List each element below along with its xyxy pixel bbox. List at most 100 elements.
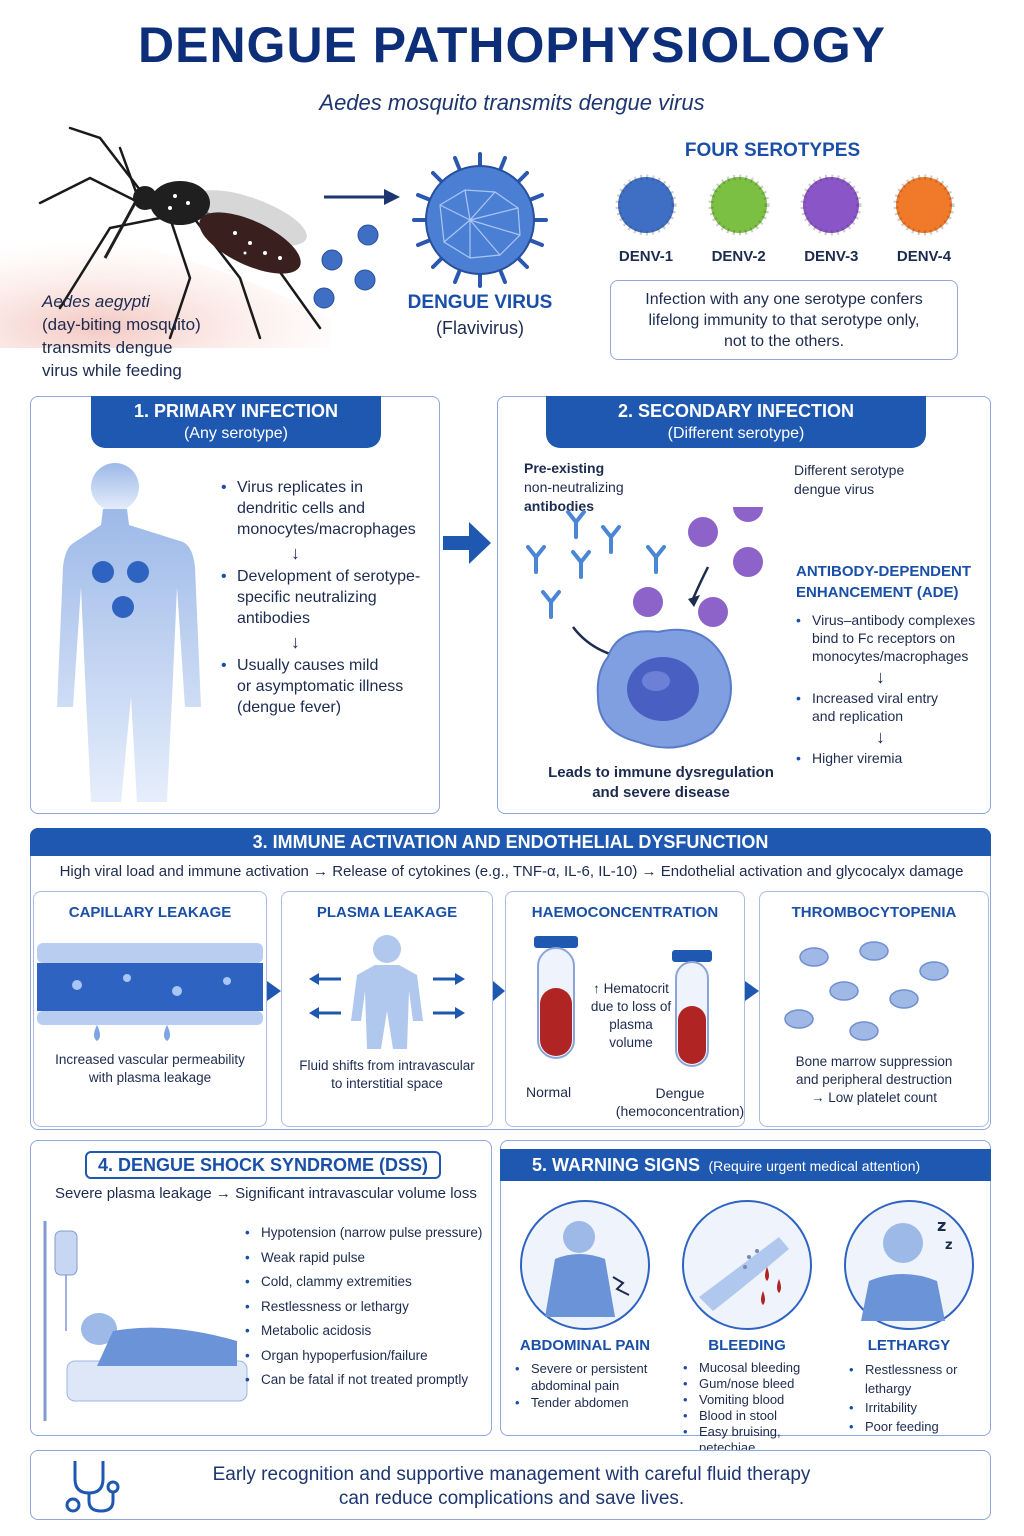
small-virus-particles (313, 224, 379, 309)
sleep-z-icon: z (937, 1216, 946, 1235)
dengue-virus-icon (412, 152, 548, 288)
mosquito-desc-1: (day-biting mosquito) (42, 315, 201, 334)
immune-activation-panel: 3. IMMUNE ACTIVATION AND ENDOTHELIAL DYS… (30, 828, 991, 1130)
footer-line: can reduce complications and save lives. (338, 1488, 685, 1509)
primary-infection-panel: 1. PRIMARY INFECTION (Any serotype) Viru… (30, 396, 440, 814)
lethargy-item: Restlessness or lethargy (849, 1360, 987, 1398)
page-subtitle: Aedes mosquito transmits dengue virus (319, 90, 705, 115)
immune-summary: High viral load and immune activation → … (59, 863, 964, 880)
serotype-label: DENV-2 (711, 248, 766, 265)
dss-feature-item: Organ hypoperfusion/failure (245, 1344, 485, 1369)
serotype-row: DENV-1 DENV-2 DENV-3 DENV-4 (600, 170, 970, 270)
bleeding-item: Vomiting blood (683, 1392, 825, 1408)
abdominal-pain-title: ABDOMINAL PAIN (519, 1337, 651, 1354)
page-title: DENGUE PATHOPHYSIOLOGY (137, 17, 886, 73)
capillary-caption: with plasma leakage (88, 1070, 212, 1085)
preexisting-antibodies-label: Pre-existing non-neutralizing antibodies (524, 460, 624, 514)
lethargy-icon: z z (844, 1200, 974, 1330)
hematocrit-note: ↑ Hematocrit due to loss of plasma volum… (590, 981, 672, 1050)
dss-feature-item: Restlessness or lethargy (245, 1295, 485, 1320)
warning-title-note: (Require urgent medical attention) (708, 1158, 921, 1174)
thrombo-caption: and peripheral destruction (795, 1072, 953, 1087)
dengue-test-tube (672, 950, 712, 1067)
immunity-note-line: not to the others. (723, 333, 845, 350)
primary-infection-header: 1. PRIMARY INFECTION (Any serotype) (91, 396, 381, 448)
lethargy-item: Poor feeding (849, 1417, 987, 1436)
arrow-right-icon (267, 981, 281, 1001)
dss-feature-item: Cold, clammy extremities (245, 1270, 485, 1295)
primary-title: 1. PRIMARY INFECTION (133, 401, 339, 421)
arrow-right-icon (493, 981, 505, 1001)
different-serotype-label: Different serotype dengue virus (794, 462, 905, 497)
secondary-infection-header: 2. SECONDARY INFECTION (Different seroty… (546, 396, 926, 448)
human-body-figure (57, 463, 201, 802)
arrow-right-icon (443, 522, 491, 564)
thrombo-caption: Bone marrow suppression (795, 1054, 953, 1069)
serotype-virus-icon (800, 174, 862, 236)
warning-signs-panel: 5. WARNING SIGNS (Require urgent medical… (500, 1140, 991, 1455)
arrow-down-icon: ↓ (876, 667, 885, 687)
dss-header: 4. DENGUE SHOCK SYNDROME (DSS) (85, 1151, 441, 1179)
capillary-caption: Increased vascular permeability (55, 1052, 245, 1067)
bleeding-title: BLEEDING (708, 1337, 786, 1354)
platelet-illustration (784, 941, 949, 1041)
thrombocytopenia-title: THROMBOCYTOPENIA (791, 904, 957, 921)
dss-feature-item: Metabolic acidosis (245, 1319, 485, 1344)
virus-family: (Flavivirus) (436, 318, 524, 338)
lethargy-title: LETHARGY (867, 1337, 951, 1354)
plasma-leakage-title: PLASMA LEAKAGE (316, 904, 458, 921)
primary-subtitle: (Any serotype) (183, 425, 289, 442)
serotype-label: DENV-3 (804, 248, 859, 265)
dss-feature-item: Can be fatal if not treated promptly (245, 1368, 485, 1393)
ade-heading: ANTIBODY-DEPENDENT ENHANCEMENT (ADE) (796, 563, 972, 601)
sleep-z-icon: z (945, 1238, 953, 1253)
dss-features: Hypotension (narrow pulse pressure)Weak … (245, 1221, 485, 1393)
warning-title: 5. WARNING SIGNS (532, 1155, 701, 1175)
haemoconcentration-card: HAEMOCONCENTRATION ↑ Hematocrit due to l… (505, 891, 745, 1127)
lethargy-card: z z LETHARGY Restlessness or lethargyIrr… (831, 1197, 987, 1436)
secondary-title: 2. SECONDARY INFECTION (617, 401, 855, 421)
plasma-caption: Fluid shifts from intravascular (299, 1058, 475, 1073)
ade-macrophage-illustration (526, 507, 763, 749)
capillary-leakage-card: CAPILLARY LEAKAGE Increased vascular per… (33, 891, 267, 1127)
abdominal-pain-icon (520, 1200, 650, 1330)
serotype-denv-4: DENV-4 (878, 170, 970, 270)
bleeding-item: Blood in stool (683, 1408, 825, 1424)
thrombocytopenia-card: THROMBOCYTOPENIA Bone marrow suppression… (759, 891, 989, 1127)
immune-activation-header: 3. IMMUNE ACTIVATION AND ENDOTHELIAL DYS… (30, 828, 991, 856)
normal-test-tube (534, 936, 578, 1059)
serotype-denv-1: DENV-1 (600, 170, 692, 270)
plasma-caption: to interstitial space (331, 1076, 443, 1091)
abdominal-pain-item: Tender abdomen (515, 1394, 663, 1411)
mosquito-illustration (0, 126, 330, 348)
mosquito-desc-3: virus while feeding (42, 361, 182, 380)
footer-message: Early recognition and supportive managem… (31, 1463, 992, 1511)
bleeding-card: BLEEDING Mucosal bleedingGum/nose bleedV… (669, 1197, 825, 1456)
serotype-label: DENV-4 (896, 248, 952, 265)
dss-feature-item: Hypotension (narrow pulse pressure) (245, 1221, 485, 1246)
patient-bed-illustration (43, 1221, 248, 1421)
serotype-virus-icon (615, 174, 677, 236)
serotype-denv-2: DENV-2 (693, 170, 785, 270)
abdominal-pain-card: ABDOMINAL PAIN Severe or persistent abdo… (507, 1197, 663, 1411)
secondary-subtitle: (Different serotype) (667, 425, 805, 442)
stethoscope-icon (65, 1461, 120, 1513)
bleeding-icon (682, 1200, 812, 1330)
primary-step-2: Development of serotype-specific neutral… (221, 566, 431, 629)
dss-panel: 4. DENGUE SHOCK SYNDROME (DSS) Severe pl… (30, 1140, 492, 1436)
mosquito-species: Aedes aegypti (42, 292, 150, 311)
warning-signs-header: 5. WARNING SIGNS (Require urgent medical… (500, 1149, 991, 1181)
mosquito-caption: Aedes aegypti (day-biting mosquito) tran… (42, 290, 201, 382)
serotypes-heading: FOUR SEROTYPES (684, 140, 861, 161)
serotype-virus-icon (893, 174, 955, 236)
immunity-note-line: Infection with any one serotype confers (645, 291, 923, 308)
abdominal-pain-item: Severe or persistent abdominal pain (515, 1360, 663, 1394)
capillary-leakage-title: CAPILLARY LEAKAGE (68, 904, 232, 921)
fluid-shift-figure (309, 935, 465, 1049)
